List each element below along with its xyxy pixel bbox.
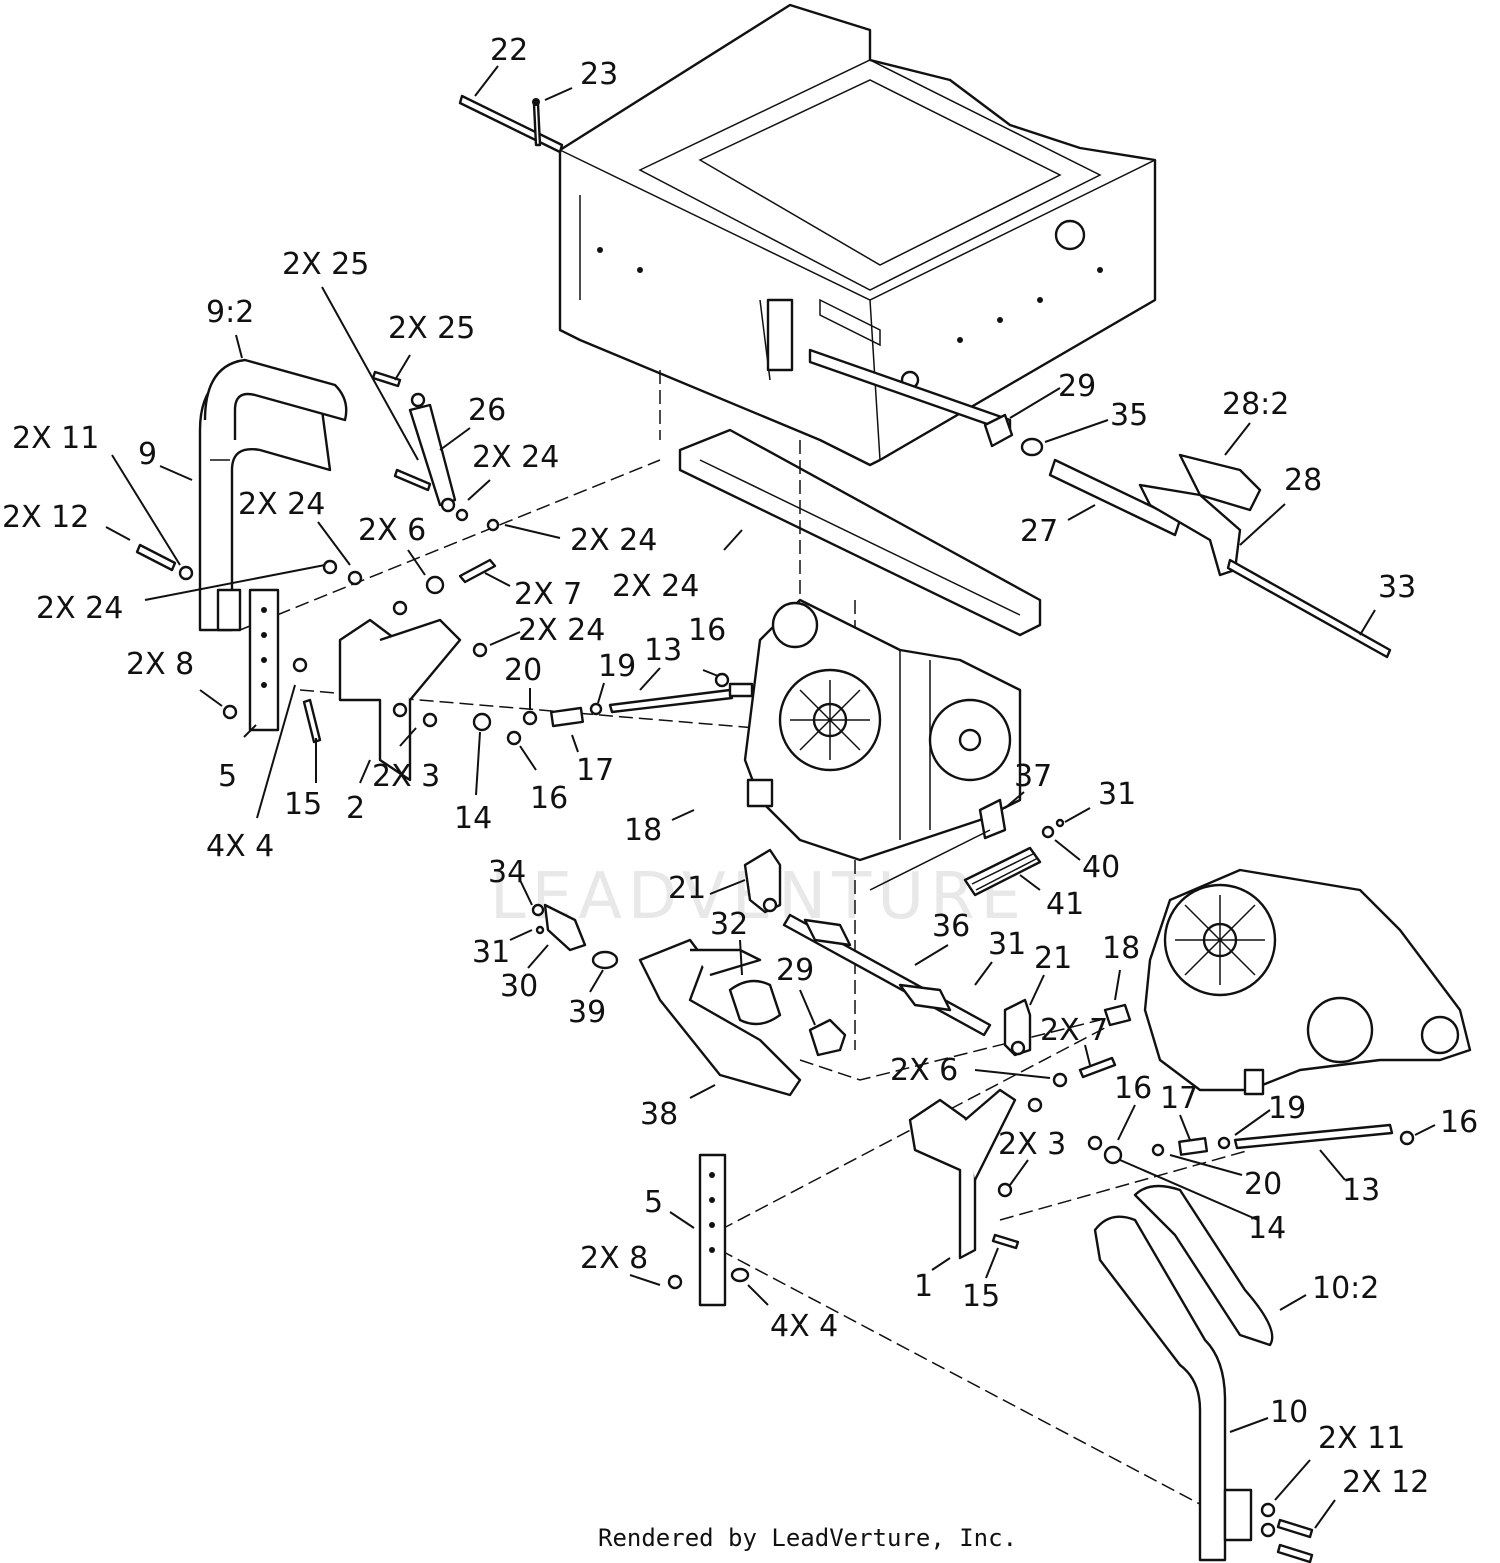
part-label: 2X 24: [570, 523, 657, 558]
part-label: 28: [1284, 463, 1322, 498]
part-label: 16: [530, 781, 568, 816]
part-label: 2X 25: [388, 311, 475, 346]
part-label: 34: [488, 855, 526, 890]
part-label: 19: [598, 649, 636, 684]
part-label: 2X 12: [2, 500, 89, 535]
part-label: 35: [1110, 398, 1148, 433]
park-brake-pedal: [531, 348, 1012, 1097]
part-label: 18: [1102, 931, 1140, 966]
part-label: 2X 24: [518, 613, 605, 648]
part-label: 4X 4: [206, 829, 274, 864]
part-label: 2X 24: [36, 591, 123, 626]
part-label: 2X 7: [1040, 1013, 1108, 1048]
spring-linkage: [782, 798, 1065, 1037]
part-label: 21: [668, 871, 706, 906]
part-label: 29: [776, 953, 814, 988]
part-label: 28:2: [1222, 387, 1289, 422]
left-hardware: [135, 370, 500, 744]
rear-lever-assembly: [983, 413, 1392, 659]
part-label: 2X 8: [126, 647, 194, 682]
part-label: 20: [504, 653, 542, 688]
left-transmission: [743, 598, 1022, 862]
part-label: 20: [1244, 1167, 1282, 1202]
part-label: 39: [568, 995, 606, 1030]
right-mount-bar: [667, 1153, 750, 1307]
left-linkage-rod: [472, 672, 754, 746]
right-transmission: [1103, 868, 1472, 1096]
part-label: 10: [1270, 1395, 1308, 1430]
part-label: 32: [710, 907, 748, 942]
part-label: 18: [624, 813, 662, 848]
part-label: 38: [640, 1097, 678, 1132]
right-linkage-rod: [1087, 1123, 1415, 1165]
part-label: 9:2: [206, 295, 254, 330]
part-label: 31: [1098, 777, 1136, 812]
part-label: 13: [644, 633, 682, 668]
part-label: 27: [1020, 514, 1058, 549]
part-label: 30: [500, 969, 538, 1004]
part-label: 5: [644, 1185, 663, 1220]
part-label: 2X 11: [12, 421, 99, 456]
part-label: 23: [580, 57, 618, 92]
part-label: 14: [454, 801, 492, 836]
render-credit: Rendered by LeadVerture, Inc.: [598, 1524, 1017, 1552]
part-label: 19: [1268, 1091, 1306, 1126]
left-mount-bar: [248, 588, 280, 732]
part-labels: 22 23 9:2 2X 25 2X 25 26 2X 11 9 2X 24 2…: [2, 33, 1478, 1500]
part-label: 2X 6: [358, 513, 426, 548]
part-label: 15: [962, 1279, 1000, 1314]
part-label: 22: [490, 33, 528, 68]
part-label: 2X 11: [1318, 1421, 1405, 1456]
right-control-handle: [1093, 1184, 1314, 1563]
part-label: 2X 12: [1342, 1465, 1429, 1500]
part-label: 4X 4: [770, 1309, 838, 1344]
part-label: 26: [468, 393, 506, 428]
part-label: 21: [1034, 941, 1072, 976]
part-label: 2: [346, 791, 365, 826]
part-label: 33: [1378, 570, 1416, 605]
part-label: 37: [1014, 759, 1052, 794]
part-label: 17: [1160, 1081, 1198, 1116]
part-label: 31: [472, 935, 510, 970]
part-label: 40: [1082, 850, 1120, 885]
part-label: 2X 25: [282, 247, 369, 282]
part-label: 2X 24: [472, 440, 559, 475]
part-label: 2X 7: [514, 577, 582, 612]
leader-lines: [105, 65, 1436, 1529]
part-label: 2X 3: [998, 1127, 1066, 1162]
part-label: 16: [1114, 1071, 1152, 1106]
damper: [408, 392, 457, 513]
part-label: 13: [1342, 1173, 1380, 1208]
part-label: 10:2: [1312, 1271, 1379, 1306]
part-label: 17: [576, 753, 614, 788]
part-label: 16: [1440, 1105, 1478, 1140]
part-label: 2X 24: [612, 569, 699, 604]
part-label: 1: [914, 1269, 933, 1304]
part-label: 16: [688, 613, 726, 648]
part-label: 36: [932, 909, 970, 944]
part-label: 2X 24: [238, 487, 325, 522]
part-label: 2X 8: [580, 1241, 648, 1276]
part-label: 41: [1046, 887, 1084, 922]
part-label: 5: [218, 759, 237, 794]
part-label: 29: [1058, 369, 1096, 404]
left-control-bracket: [338, 618, 462, 782]
pivot-rod: [458, 94, 564, 154]
part-label: 2X 6: [890, 1053, 958, 1088]
part-label: 14: [1248, 1211, 1286, 1246]
part-label: 9: [138, 437, 157, 472]
right-control-bracket: [908, 1056, 1117, 1260]
part-label: 15: [284, 787, 322, 822]
part-label: 2X 3: [372, 759, 440, 794]
part-label: 31: [988, 927, 1026, 962]
left-control-handle: [198, 358, 348, 632]
bearing-brackets: [743, 848, 1032, 1057]
